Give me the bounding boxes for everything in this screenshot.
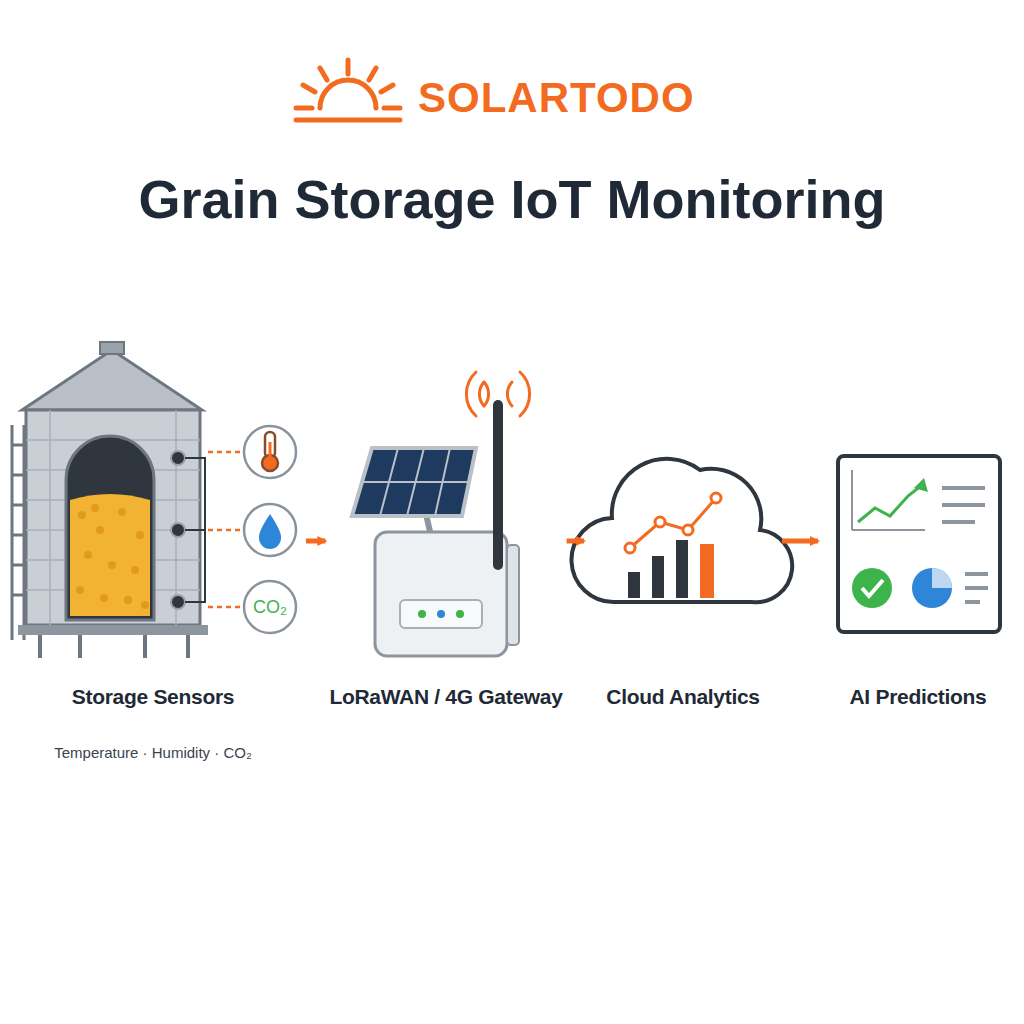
stage-group: Cloud Analytics bbox=[584, 340, 782, 760]
cloud bbox=[571, 459, 792, 602]
logo-sun bbox=[296, 60, 400, 120]
flow-arrow bbox=[306, 539, 325, 544]
stage-caption: AI Predictions bbox=[818, 685, 1018, 709]
stage-subcaption: Temperature · Humidity · CO₂ bbox=[0, 744, 306, 761]
stage-group: AI Predictions bbox=[818, 340, 1018, 760]
gateway bbox=[352, 372, 530, 656]
silo bbox=[12, 342, 296, 658]
stage-group: Storage SensorsTemperature · Humidity · … bbox=[0, 340, 306, 760]
sensor-label: CO₂ bbox=[253, 597, 287, 618]
title: Grain Storage IoT Monitoring bbox=[0, 168, 1024, 230]
dashboard bbox=[838, 456, 1000, 632]
stage-caption: Cloud Analytics bbox=[584, 685, 782, 709]
flow-arrow bbox=[567, 539, 584, 544]
brand-logo-text: SOLARTODO bbox=[418, 74, 695, 122]
stage-caption: LoRaWAN / 4G Gateway bbox=[325, 685, 566, 709]
stage-group: LoRaWAN / 4G Gateway bbox=[325, 340, 566, 760]
flow-arrow bbox=[782, 539, 818, 544]
stage-caption: Storage Sensors bbox=[0, 685, 306, 709]
